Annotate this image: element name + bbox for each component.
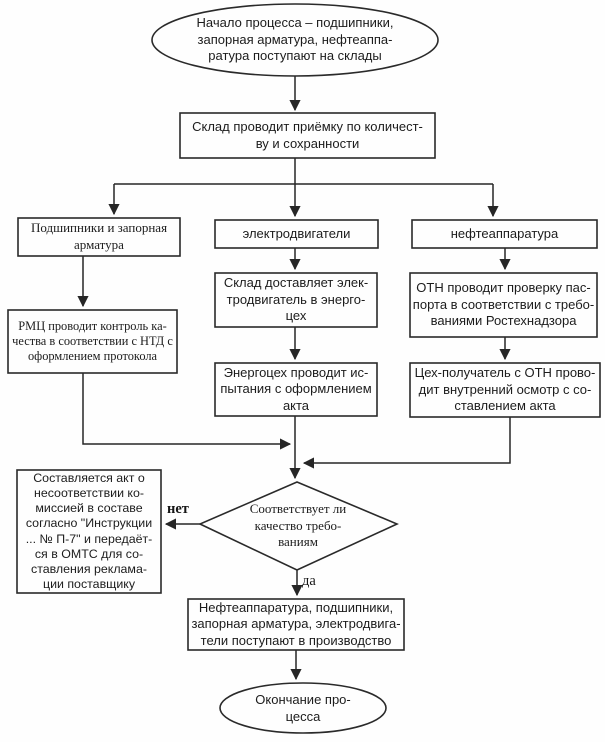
- motors-header-shape: [214, 219, 379, 249]
- passport-box-shape: [409, 272, 598, 338]
- start-terminator-shape: [151, 3, 439, 77]
- production-box-shape: [187, 598, 405, 651]
- decision-no-label: нет: [167, 501, 189, 517]
- receive-box-shape: [179, 112, 436, 159]
- end-terminator-shape: [219, 682, 387, 734]
- control-box-shape: [7, 309, 178, 374]
- inspection-box-label: Цех-получатель с ОТН прово- дит внутренн…: [414, 365, 596, 414]
- nonconformity-box-shape: [16, 469, 162, 594]
- passport-box-label: ОТН проводит проверку пас- порта в соотв…: [412, 280, 595, 329]
- deliver-box-label: Склад доставляет элек- тродвигатель в эн…: [223, 275, 369, 324]
- nonconformity-box-label: Составляется акт о несоответствии ко- ми…: [25, 471, 153, 591]
- decision-yes-label: да: [302, 573, 316, 589]
- oil-header-label: нефтеаппаратура: [450, 225, 559, 241]
- node-shapes: [7, 3, 601, 734]
- motors-header-label: электродвигатели: [242, 225, 351, 241]
- control-box-label: РМЦ проводит контроль ка- чества в соотв…: [12, 318, 173, 364]
- receive-box-label: Склад проводит приёмку по количест- ву и…: [192, 118, 423, 151]
- deliver-box-shape: [214, 272, 378, 328]
- bearings-header-shape: [17, 217, 181, 257]
- edge-inspection-merge: [302, 417, 511, 469]
- decision-diamond-label: Соответствует ли качество требо- ваниям: [249, 501, 347, 550]
- bearings-header-label: Подшипники и запорная арматура: [30, 220, 168, 252]
- inspection-box-shape: [409, 362, 601, 418]
- production-box-label: Нефтеаппаратура, подшипники, запорная ар…: [191, 599, 401, 648]
- end-terminator-label: Окончание про- цесса: [255, 691, 351, 724]
- decision-diamond-shape: [198, 481, 399, 571]
- edge-control-merge: [82, 373, 292, 450]
- oil-header-shape: [411, 219, 598, 249]
- test-box-shape: [214, 362, 378, 417]
- start-terminator-label: Начало процесса – подшипники, запорная а…: [196, 15, 394, 64]
- test-box-label: Энергоцех проводит ис- пытания с оформле…: [220, 364, 372, 413]
- connector-lines: [77, 76, 511, 681]
